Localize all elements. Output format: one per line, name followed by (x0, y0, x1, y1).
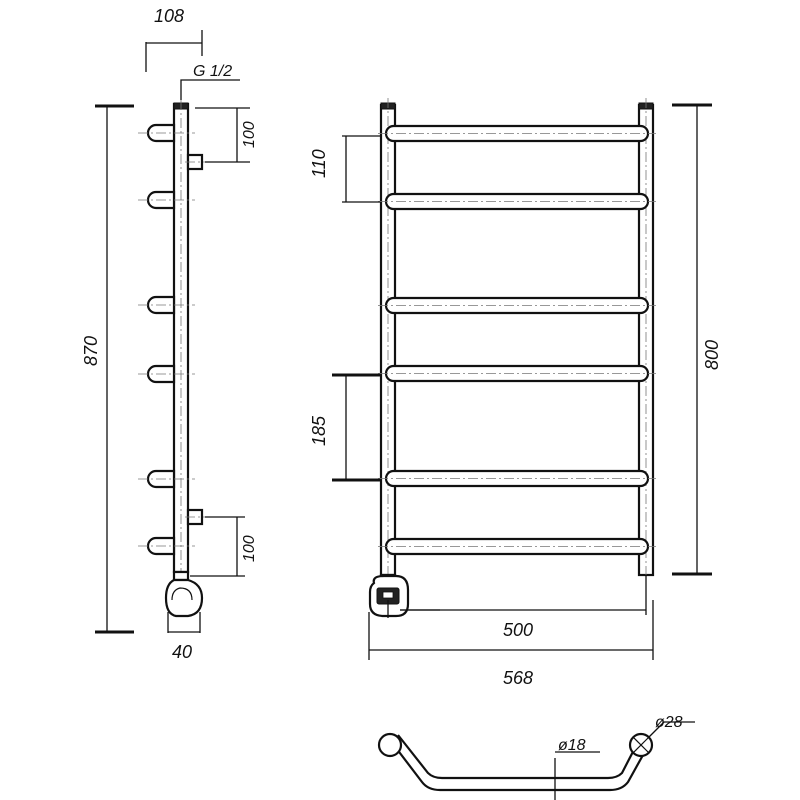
dim-thread: G 1/2 (193, 63, 232, 80)
dim-bottom-offset: 100 (241, 535, 258, 562)
side-rung-stubs (138, 123, 195, 556)
dim-total-width: 568 (503, 668, 533, 688)
dim-body-height: 800 (702, 340, 722, 370)
dim-total-height: 870 (81, 336, 101, 366)
dim-rung-spacing: 185 (309, 415, 329, 446)
side-heater-body (164, 578, 204, 618)
thread-leader (180, 79, 240, 100)
side-heater-neck (172, 570, 190, 582)
dim-top-offset: 100 (241, 121, 258, 148)
dim-heater-width: 40 (172, 642, 192, 662)
side-view: 108 G 1/2 100 100 870 40 (81, 6, 258, 662)
front-view: 110 185 800 500 568 (309, 98, 722, 688)
dim-rung-spacing-top: 110 (309, 149, 329, 178)
dim-side-depth: 108 (154, 6, 184, 26)
top-rail-left (377, 732, 403, 758)
front-rungs (378, 124, 656, 556)
top-rung-profile-inner (397, 734, 640, 780)
dim-rung-diameter: ø18 (558, 737, 586, 754)
top-view: ø18 ø28 (377, 714, 695, 800)
dim-rail-diameter: ø28 (655, 714, 683, 731)
dim-center-distance: 500 (503, 620, 533, 640)
front-heater (368, 573, 440, 618)
